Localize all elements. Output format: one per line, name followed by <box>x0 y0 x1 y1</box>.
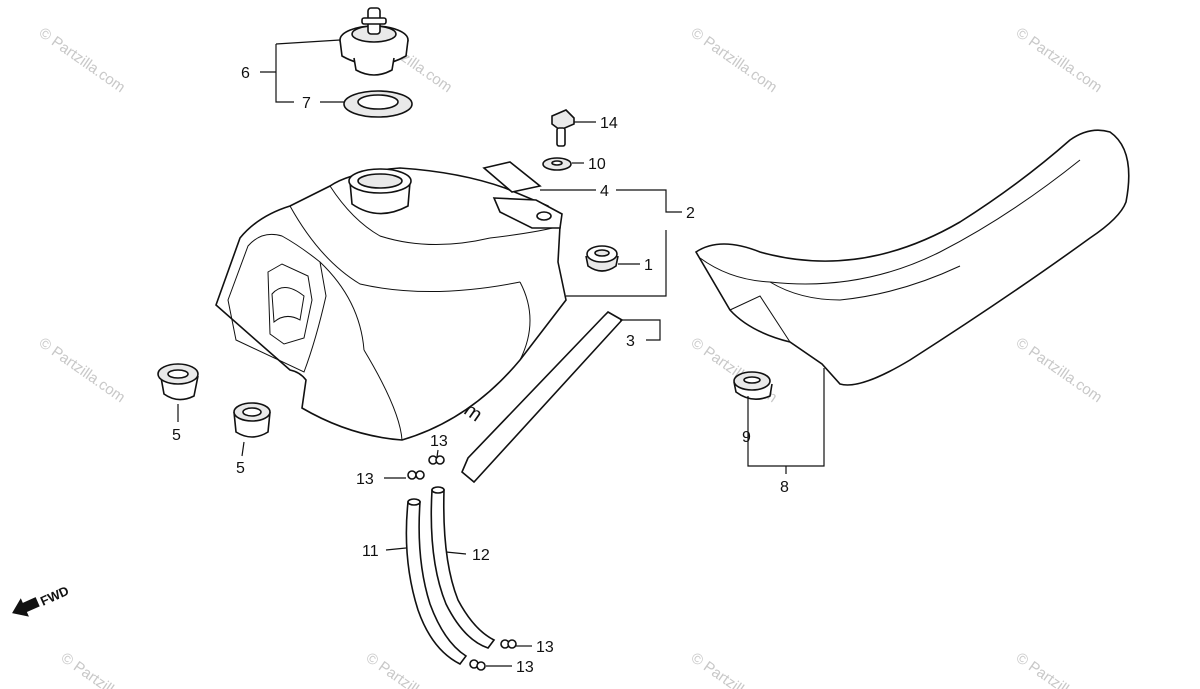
callout-7[interactable]: 7 <box>302 95 311 112</box>
breather-hose-12[interactable] <box>430 489 496 649</box>
fwd-label: FWD <box>38 583 71 609</box>
callout-5-right[interactable]: 5 <box>236 460 245 477</box>
callout-10[interactable]: 10 <box>588 156 606 173</box>
callout-3[interactable]: 3 <box>626 333 635 350</box>
callout-9[interactable]: 9 <box>742 429 751 446</box>
watermark: © Partzilla.com <box>1013 649 1106 689</box>
callout-13-bottom[interactable]: 13 <box>516 659 534 676</box>
forward-direction-arrow: FWD <box>12 583 71 617</box>
hose-clip-13a[interactable] <box>407 470 425 480</box>
hose-clip-13d[interactable] <box>469 659 486 671</box>
flange-bolt[interactable] <box>551 109 575 147</box>
washer[interactable] <box>542 157 572 171</box>
callout-6[interactable]: 6 <box>241 65 250 82</box>
callout-4[interactable]: 4 <box>600 183 609 200</box>
watermark: © Partzilla.com <box>58 649 151 689</box>
fuel-tank[interactable] <box>215 167 567 441</box>
seat[interactable] <box>694 129 1130 386</box>
callout-8[interactable]: 8 <box>780 479 789 496</box>
tank-cushion-left[interactable] <box>157 363 199 401</box>
fuel-cap[interactable] <box>339 7 409 76</box>
watermark: © Partzilla.com <box>36 24 129 96</box>
watermark: © Partzilla.com <box>688 24 781 96</box>
cap-gasket[interactable] <box>343 90 413 118</box>
callout-12[interactable]: 12 <box>472 547 490 564</box>
callout-5-left[interactable]: 5 <box>172 427 181 444</box>
watermark: © Partzilla.com <box>1013 24 1106 96</box>
watermark: © Partzilla.com <box>36 334 129 406</box>
hose-clip-13b[interactable] <box>428 455 445 465</box>
callout-13-upper[interactable]: 13 <box>430 433 448 450</box>
callout-2[interactable]: 2 <box>686 205 695 222</box>
hose-clip-13c[interactable] <box>500 639 517 649</box>
tank-label[interactable] <box>482 161 542 193</box>
callout-1[interactable]: 1 <box>644 257 653 274</box>
seat-grommet[interactable] <box>733 371 773 400</box>
tank-cushion-right[interactable] <box>233 402 271 438</box>
watermark: © Partzilla.com <box>688 649 781 689</box>
callout-labels: 6 7 14 10 4 2 1 3 5 5 9 8 13 13 11 12 13… <box>172 65 789 676</box>
watermark: © Partzilla.com <box>363 649 456 689</box>
callout-14[interactable]: 14 <box>600 115 618 132</box>
callout-11[interactable]: 11 <box>362 543 379 560</box>
callout-13-lower-right[interactable]: 13 <box>536 639 554 656</box>
breather-hose-11[interactable] <box>405 501 468 666</box>
leader-lines <box>177 39 825 667</box>
callout-13-left[interactable]: 13 <box>356 471 374 488</box>
tank-grommet[interactable] <box>585 245 619 272</box>
watermark: © Partzilla.com <box>1013 334 1106 406</box>
